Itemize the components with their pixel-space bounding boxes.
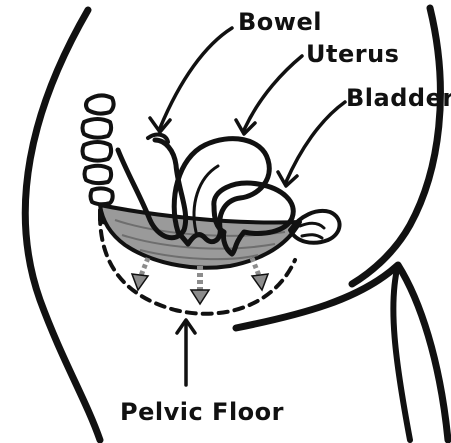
dashed-weak-floor-line [98,213,297,316]
pressure-arrow-left [130,257,151,292]
vertebra-3 [80,140,114,163]
bladder-pointer-line [284,100,347,184]
vertebra-5 [88,186,115,207]
vertebra-4 [82,163,114,186]
bladder-shape [211,180,296,257]
bowel-organ [115,132,189,241]
label-pointers [148,26,347,387]
uterus-inner [192,164,220,234]
thigh-crease [390,262,413,443]
label-bowel: Bowel [238,8,322,36]
bowel-pointer-head [148,116,172,134]
body-silhouette [21,4,451,443]
front-tissue [288,209,342,245]
pressure-arrow-center [189,266,211,306]
vertebra-1 [84,93,116,116]
pressure-arrow-right [249,257,270,292]
bowel-shape [115,137,189,241]
label-uterus: Uterus [306,40,399,68]
bladder-pointer-head [276,170,299,188]
uterus-shape [171,136,272,247]
label-bladder: Bladder [346,84,451,112]
left-hip-outline [21,6,104,443]
right-hip-outline [348,4,444,288]
front-tissue-folds [298,221,326,240]
uterus-organ [171,136,272,247]
pressure-arrows [130,257,270,306]
vertebra-2 [80,117,114,140]
pelvic-floor-pointer-head [175,318,197,335]
bowel-loop [146,132,170,144]
bladder-organ [211,180,296,257]
bowel-pointer-line [158,26,234,130]
label-pelvic-floor: Pelvic Floor [120,398,284,426]
uterus-pointer-head [234,118,257,136]
uterus-pointer-line [242,54,304,132]
front-tissue-shape [288,209,342,245]
